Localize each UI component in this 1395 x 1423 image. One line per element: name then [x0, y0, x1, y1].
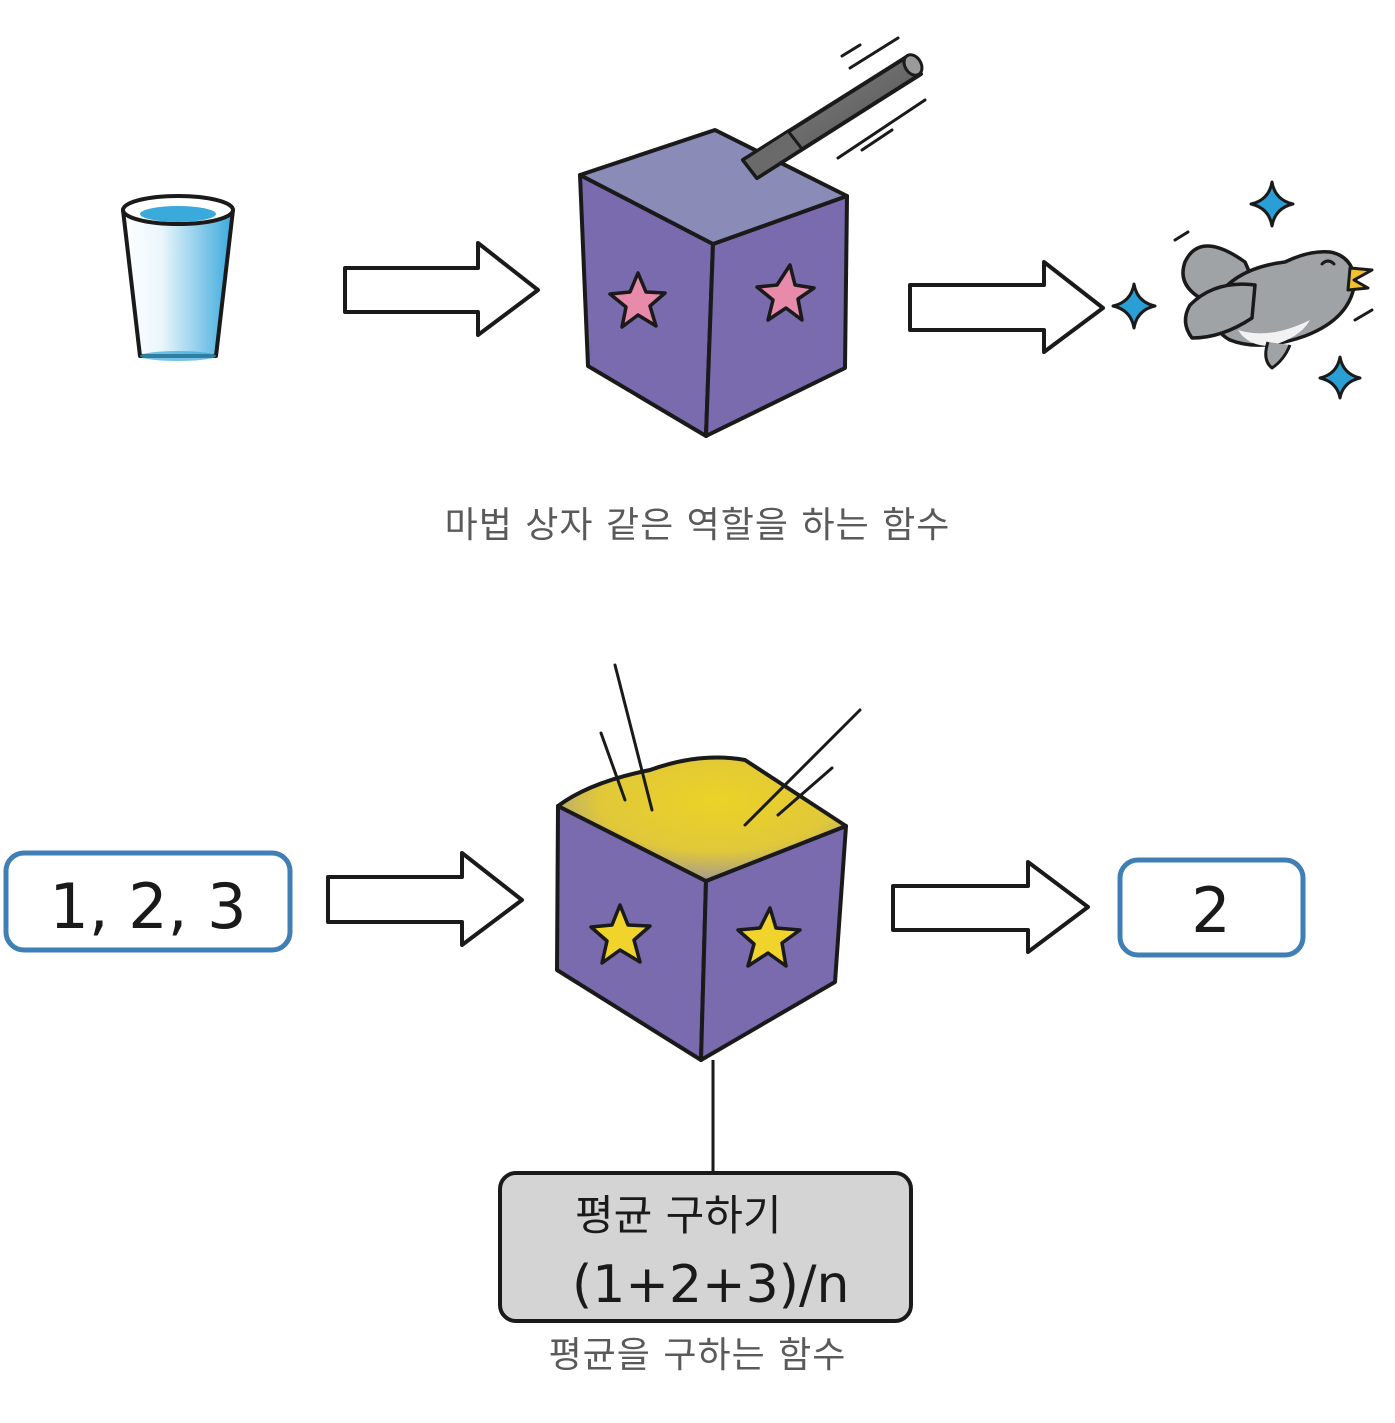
function-label-line1: 평균 구하기 [575, 1191, 782, 1240]
arrow-icon [908, 260, 1105, 354]
function-label-box: 평균 구하기 (1+2+3)/n [498, 1171, 913, 1323]
output-value-box: 2 [1117, 857, 1306, 958]
water-glass-icon [121, 194, 235, 361]
star-icon [608, 271, 667, 329]
average-function-box [555, 663, 862, 1062]
arrow-icon [326, 851, 524, 947]
input-value-box: 1, 2, 3 [3, 850, 293, 953]
caption-average-function: 평균을 구하는 함수 [548, 1335, 847, 1376]
function-label-line2: (1+2+3)/n [572, 1255, 849, 1315]
output-value-text: 2 [1191, 874, 1230, 947]
arrow-icon [343, 241, 540, 337]
magic-wand-icon [740, 36, 927, 181]
sparkle-icon [1111, 282, 1157, 330]
star-icon [589, 903, 652, 965]
caption-magic-box: 마법 상자 같은 역할을 하는 함수 [444, 505, 951, 546]
bird-icon [1173, 230, 1374, 370]
star-icon [755, 263, 816, 322]
sparkle-icon [1318, 355, 1362, 400]
arrow-icon [891, 860, 1090, 954]
magic-box [578, 128, 849, 438]
input-value-text: 1, 2, 3 [49, 870, 246, 943]
star-icon [736, 906, 802, 968]
sparkle-icon [1249, 180, 1295, 228]
